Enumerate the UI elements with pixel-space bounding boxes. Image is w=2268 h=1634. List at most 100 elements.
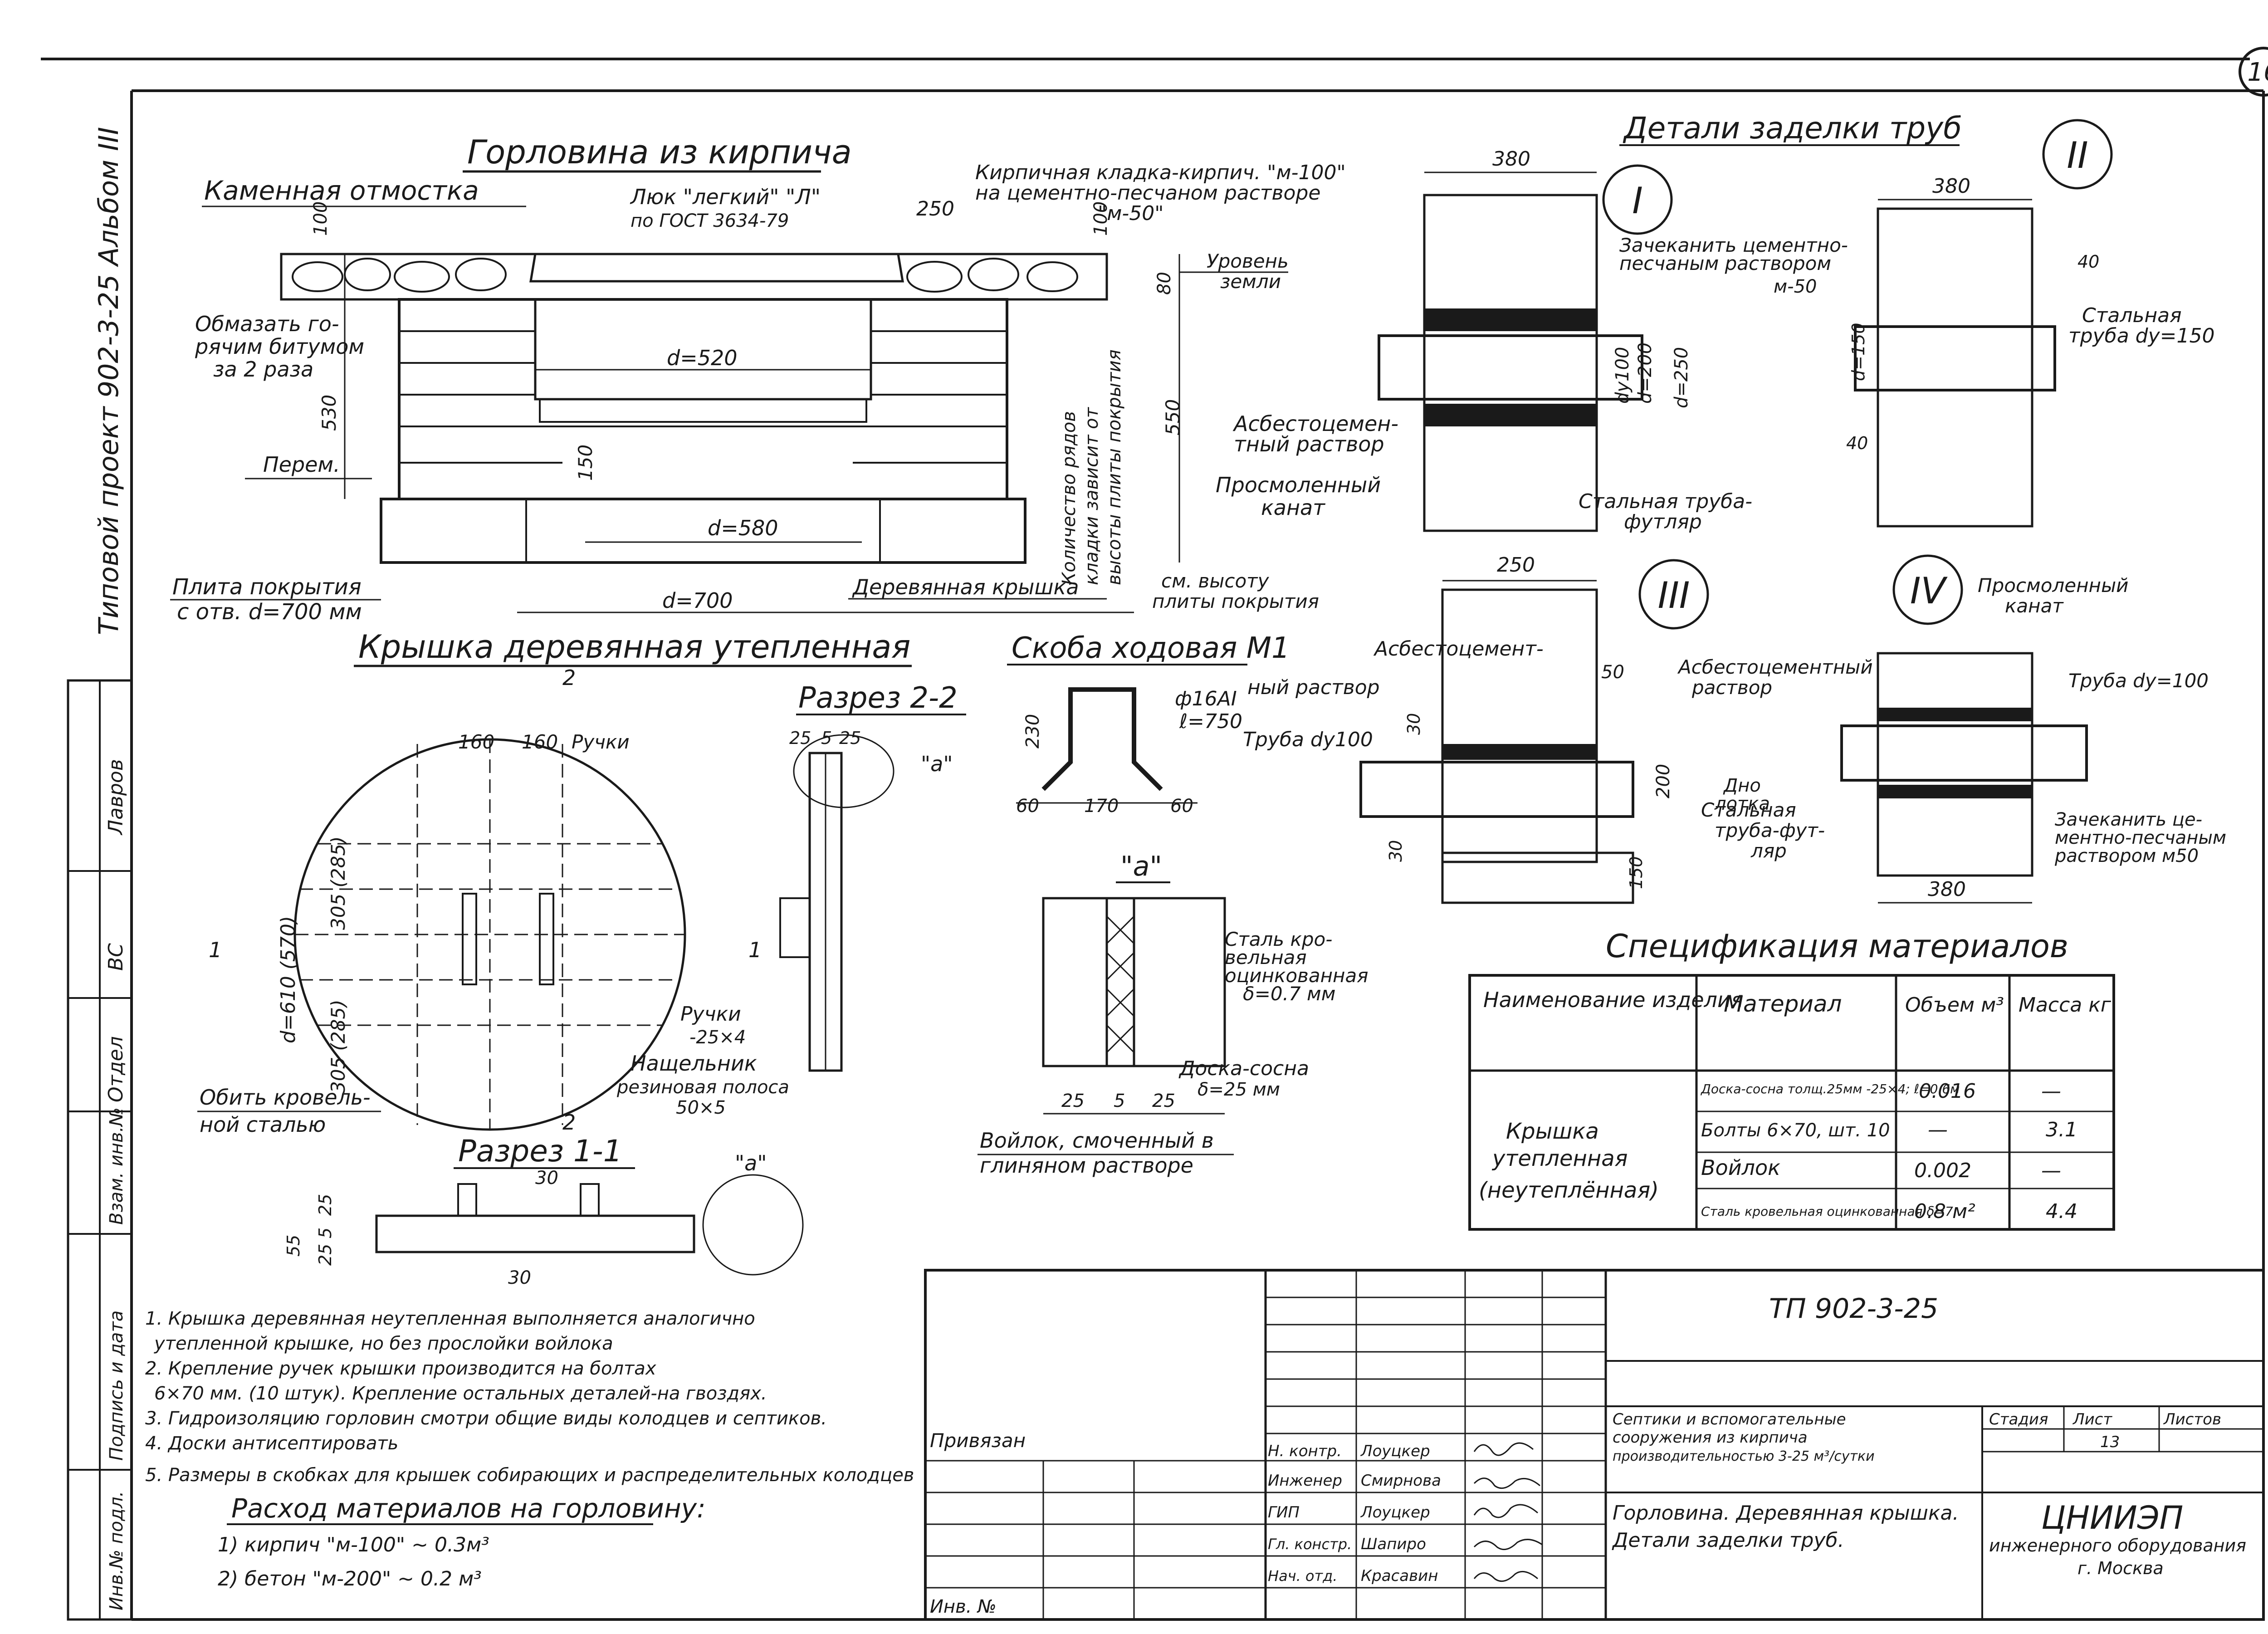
svg-text:Гл. констр.: Гл. констр. [1268, 1536, 1352, 1553]
d1-dy: dу100 [1612, 347, 1633, 404]
label-rows-3: высоты плиты покрытия [1104, 349, 1125, 585]
d2-d150: d=150 [1848, 323, 1868, 382]
label-stone-pavement: Каменная отмостка [204, 175, 479, 206]
notes: 1. Крышка деревянная неутепленная выполн… [145, 1308, 914, 1486]
dim-250: 250 [916, 197, 954, 220]
note-1: 1. Крышка деревянная неутепленная выполн… [145, 1308, 755, 1329]
d2-pipe-2: труба dу=150 [2068, 324, 2215, 347]
label-rows-1: Количество рядов [1059, 411, 1080, 585]
section-22-title: Разрез 2-2 [798, 681, 958, 715]
staff-rows: Н. контр. Лоуцкер Инженер Смирнова ГИП Л… [1268, 1442, 1441, 1585]
svg-text:ГИП: ГИП [1268, 1503, 1300, 1521]
svg-text:4.4: 4.4 [2046, 1200, 2077, 1223]
label-board-1: Доска-сосна [1178, 1057, 1309, 1080]
brick-neck-section: Горловина из кирпича Каменная отмостка Л… [170, 133, 1346, 625]
label-ground-2: земли [1220, 270, 1281, 293]
svg-text:0.8 м²: 0.8 м² [1914, 1200, 1975, 1223]
d1-asb-2: тный раствор [1234, 432, 1384, 456]
d1-rope-1: Просмоленный [1216, 473, 1381, 497]
dim-h150: 150 [574, 445, 596, 481]
d1-caulk-3: м-50 [1774, 276, 1817, 297]
stamp-cell-dept: Отдел [104, 1036, 127, 1102]
d3-w250: 250 [1497, 553, 1535, 577]
spec-header-name: Наименование изделия [1483, 988, 1744, 1012]
detail-a-d5: 5 [1114, 1091, 1125, 1111]
d4-caulk-1: Зачеканить це- [2055, 809, 2202, 830]
org-name: ЦНИИЭП [2041, 1499, 2183, 1536]
d3-h150: 150 [1626, 856, 1646, 889]
d2-w380: 380 [1932, 175, 1970, 198]
bracket-w170: 170 [1084, 796, 1119, 817]
svg-text:Смирнова: Смирнова [1361, 1472, 1441, 1490]
label-handles-size: -25×4 [689, 1027, 746, 1048]
side-stamp: Типовой проект 902-3-25 Альбом III Лавро… [67, 127, 133, 1621]
list-label: Лист [2072, 1410, 2112, 1429]
marker-3 [1638, 559, 1709, 630]
d1-d200: d=200 [1635, 342, 1656, 404]
privyazan: Привязан [930, 1429, 1026, 1452]
d2-h40a: 40 [2077, 252, 2099, 272]
dim-d700: d=700 [662, 588, 733, 613]
spec-item-2: утепленная [1491, 1146, 1628, 1171]
dim-h30a: 30 [535, 1168, 558, 1189]
d1-w380: 380 [1492, 147, 1530, 171]
inv-label: Инв. № [930, 1596, 997, 1617]
svg-text:Н. контр.: Н. контр. [1268, 1442, 1342, 1460]
svg-text:Шапиро: Шапиро [1361, 1535, 1426, 1553]
stamp-cell-inv: Инв.№ подл. [106, 1491, 127, 1610]
svg-text:—: — [2041, 1159, 2061, 1182]
pipe-detail-1: I 380 Зачеканить цементно- песчаным раст… [1216, 147, 1848, 533]
bracket-h230: 230 [1022, 714, 1043, 749]
d4-sleeve-1: Стальная [1701, 799, 1796, 821]
label-wood-cover: Деревянная крышка [852, 575, 1079, 599]
materials-brick: 1) кирпич "м-100" ~ 0.3м³ [218, 1533, 489, 1556]
d3-bottom-1: Дно [1723, 775, 1761, 796]
note-1b: утепленной крышке, но без прослойки войл… [154, 1333, 613, 1354]
spec-row-4: Сталь кровельная оцинкованная δ=7 0.8 м²… [1701, 1200, 2077, 1223]
d4-asb-2: раствор [1691, 676, 1772, 699]
svg-text:Лоуцкер: Лоуцкер [1360, 1503, 1430, 1521]
label-strip-3: 50×5 [676, 1097, 726, 1118]
spec-table-title: Спецификация материалов [1606, 928, 2068, 965]
dim-d520: d=520 [667, 346, 738, 370]
detail-a: "а" Сталь кро- вельная оцинкованная δ=0.… [978, 851, 1369, 1178]
svg-text:Инженер: Инженер [1268, 1472, 1342, 1490]
svg-text:Болты 6×70, шт. 10: Болты 6×70, шт. 10 [1701, 1120, 1890, 1141]
materials-use-title: Расход материалов на горловину: [231, 1493, 706, 1524]
section-1-1: Разрез 1-1 "а" 25 55 5 25 30 30 [284, 1134, 804, 1288]
detail-a-title: "а" [1120, 851, 1162, 882]
d4-sleeve-3: ляр [1750, 840, 1787, 862]
note-3: 3. Гидроизоляцию горловин смотри общие в… [145, 1408, 827, 1429]
d3-h200: 200 [1653, 764, 1674, 798]
sheet-title-2: Детали заделки труб. [1612, 1529, 1844, 1552]
stage-label: Стадия [1989, 1410, 2048, 1429]
signatures [1473, 1442, 1543, 1582]
dim-s25b: 25 [839, 728, 861, 748]
project-2: сооружения из кирпича [1613, 1429, 1808, 1447]
label-steel-1: Сталь кро- [1225, 928, 1332, 950]
note-2b: 6×70 мм. (10 штук). Крепление остальных … [154, 1383, 767, 1404]
d3-bottom-2: лотка [1714, 793, 1770, 814]
d1-asb-1: Асбестоцемен- [1232, 411, 1398, 436]
d4-w380: 380 [1928, 878, 1966, 901]
label-masonry-3: "м-50" [1098, 202, 1164, 225]
pipe-details-title: Детали заделки труб [1623, 111, 1962, 146]
label-gost: по ГОСТ 3634-79 [631, 210, 789, 231]
d3-asb-2: ный раствор [1247, 676, 1380, 699]
label-bitumen-3: за 2 раза [213, 357, 313, 382]
svg-text:Сталь кровельная оцинкованная: Сталь кровельная оцинкованная δ=7 [1701, 1204, 1953, 1219]
project-stamp: Типовой проект 902-3-25 Альбом III [93, 127, 125, 635]
d3-pipe: Труба dу100 [1243, 728, 1373, 751]
svg-text:—: — [1928, 1118, 1948, 1141]
label-slab-2: с отв. d=700 мм [177, 599, 362, 625]
d1-caulk-1: Зачеканить цементно- [1619, 234, 1848, 256]
d4-sleeve-2: труба-фут- [1715, 819, 1825, 841]
bracket-length: ℓ=750 [1179, 710, 1242, 733]
d4-caulk-3: раствором м50 [2054, 846, 2199, 866]
spec-row-2: Болты 6×70, шт. 10 — 3.1 [1701, 1118, 2077, 1141]
label-strip-2: резиновая полоса [616, 1077, 789, 1098]
bracket-rod: ф16АI [1175, 687, 1237, 710]
dim-h305a: 305 (285) [327, 837, 349, 930]
d4-asb-1: Асбестоцементный [1677, 656, 1873, 678]
brick-courses [399, 330, 1007, 464]
